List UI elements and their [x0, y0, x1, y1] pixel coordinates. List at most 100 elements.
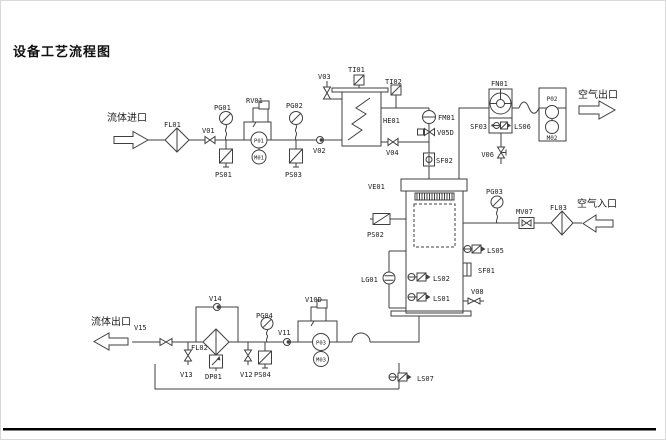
label-v06: V06 — [481, 151, 494, 159]
label-ls05: LS05 — [487, 247, 504, 255]
label-ls06: LS06 — [514, 123, 531, 131]
relief-valve-V10D — [298, 300, 337, 342]
label-ls01: LS01 — [433, 295, 450, 303]
dp-indicator-DP01 — [210, 355, 223, 371]
label-m01: M01 — [254, 156, 264, 162]
label-ps03: PS03 — [285, 171, 302, 179]
solenoid-valve-V05D — [418, 129, 435, 136]
valve-V04 — [388, 139, 398, 146]
label-pg02: PG02 — [286, 102, 303, 110]
label-ti01: TI01 — [348, 66, 365, 74]
filter-FL03 — [551, 211, 573, 235]
label-fl01: FL01 — [164, 121, 181, 129]
label-v08: V08 — [471, 288, 484, 296]
level-switch-LS01 — [408, 293, 431, 301]
label-rv01: RV01 — [246, 97, 263, 105]
label-v14: V14 — [209, 295, 222, 303]
page-title: 设备工艺流程图 — [13, 44, 112, 59]
pump-P01 — [251, 132, 267, 164]
sensor-SF02 — [424, 153, 435, 166]
bottom-rule — [3, 428, 656, 431]
label-lg01: LG01 — [361, 276, 378, 284]
fluid-inlet-arrow — [114, 132, 148, 149]
label-air-inlet: 空气入口 — [577, 197, 617, 210]
label-sf02: SF02 — [436, 157, 453, 165]
pump-P03 — [313, 334, 330, 367]
level-switch-LS02 — [408, 273, 431, 281]
label-v11: V11 — [278, 329, 291, 337]
label-fluid-inlet: 流体进口 — [107, 111, 147, 124]
label-ps01: PS01 — [215, 171, 232, 179]
switch-PS03 — [290, 140, 303, 167]
fan-FN01 — [489, 89, 512, 118]
valve-V15 — [160, 339, 172, 346]
check-valve-V11 — [284, 339, 291, 346]
gauge-PG01 — [220, 112, 233, 141]
label-fl03: FL03 — [550, 204, 567, 212]
label-sf01: SF01 — [478, 267, 495, 275]
filter-FL01 — [165, 128, 189, 152]
vent-valve-V03 — [324, 81, 343, 99]
gauge-PG02 — [290, 112, 303, 141]
label-dp01: DP01 — [205, 373, 222, 381]
label-fl02: FL02 — [191, 344, 208, 352]
vent-valve-V06 — [498, 133, 507, 164]
heat-exchanger-HE01 — [332, 88, 388, 146]
valve-V01 — [205, 137, 215, 144]
label-v04: V04 — [386, 149, 399, 157]
sensor-box-SF03-LS06 — [489, 118, 512, 133]
bypass-check-V14 — [196, 304, 238, 343]
label-ve01: VE01 — [368, 183, 385, 191]
label-ps02: PS02 — [367, 231, 384, 239]
switch-PS04 — [259, 342, 272, 368]
label-ls07: LS07 — [417, 375, 434, 383]
fluid-outlet-arrow — [94, 333, 128, 350]
label-ps04: PS04 — [254, 371, 271, 379]
label-pg04: PG04 — [256, 312, 273, 320]
level-switch-LS07 — [389, 373, 412, 381]
air-inlet-arrow — [583, 215, 613, 232]
gauge-PG03 — [491, 196, 503, 223]
drain-valve-V12 — [245, 342, 252, 365]
label-p03: P03 — [316, 341, 326, 347]
label-m02: M02 — [547, 135, 558, 142]
label-fm01: FM01 — [438, 114, 455, 122]
gauge-PG04 — [261, 318, 273, 343]
flow-meter-FM01 — [423, 111, 436, 124]
label-m03: M03 — [316, 358, 326, 364]
label-pg03: PG03 — [486, 188, 503, 196]
level-gauge-LG01 — [383, 251, 406, 308]
sensor-SF01 — [463, 263, 471, 276]
label-v15: V15 — [134, 324, 147, 332]
label-v05d: V05D — [437, 129, 454, 137]
label-sf03: SF03 — [470, 123, 487, 131]
label-v12: V12 — [240, 371, 253, 379]
label-v02: V02 — [313, 147, 326, 155]
label-p02: P02 — [547, 96, 558, 103]
label-v10d: V10D — [305, 296, 322, 304]
label-v01: V01 — [202, 127, 215, 135]
check-valve-V02 — [313, 137, 324, 144]
label-fluid-outlet: 流体出口 — [91, 315, 131, 328]
label-mv07: MV07 — [516, 208, 533, 216]
relief-valve-RV01 — [244, 101, 271, 140]
switch-PS01 — [220, 140, 233, 167]
label-v03: V03 — [318, 73, 331, 81]
label-pg01: PG01 — [214, 104, 231, 112]
drain-valve-V13 — [185, 342, 192, 365]
label-p01: P01 — [254, 139, 264, 145]
label-fn01: FN01 — [491, 80, 508, 88]
vessel-VE01 — [391, 179, 471, 316]
switch-PS02 — [370, 214, 406, 225]
air-outlet-arrow — [579, 101, 615, 119]
motor-valve-MV07 — [519, 218, 534, 229]
label-v13: V13 — [180, 371, 193, 379]
level-switch-LS05 — [463, 245, 486, 253]
valve-V08 — [463, 298, 484, 304]
temp-indicator-TI02 — [391, 85, 401, 108]
label-he01: HE01 — [383, 117, 400, 125]
pump-P02 — [539, 88, 566, 141]
